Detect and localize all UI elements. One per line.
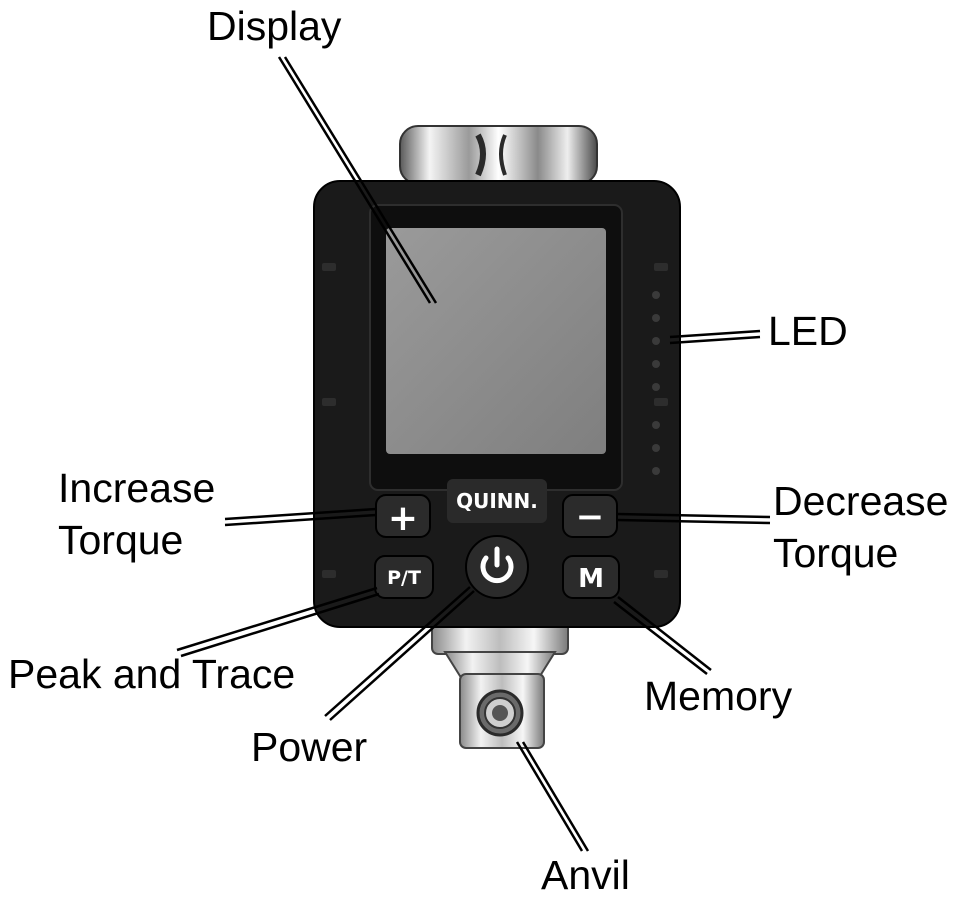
display-screen — [386, 228, 606, 454]
label-led: LED — [768, 308, 848, 354]
label-increase-torque: Increase Torque — [58, 462, 215, 566]
peak-trace-label: P/T — [387, 567, 421, 589]
plus-icon: + — [388, 498, 418, 539]
label-display: Display — [207, 3, 342, 49]
label-increase-line2: Torque — [58, 517, 184, 563]
label-increase-line1: Increase — [58, 465, 216, 511]
label-anvil: Anvil — [541, 852, 630, 898]
top-socket — [399, 125, 598, 185]
power-icon — [480, 546, 514, 584]
brand-logo: QUINN. — [456, 489, 538, 513]
leader-lines — [176, 56, 771, 852]
decrease-torque-button[interactable]: − — [562, 494, 618, 538]
anvil — [431, 621, 569, 749]
peak-trace-button[interactable]: P/T — [374, 555, 434, 599]
power-button[interactable] — [465, 535, 529, 599]
led-indicators — [652, 291, 660, 475]
minus-icon: − — [576, 497, 605, 537]
memory-button[interactable]: M — [562, 555, 620, 599]
label-memory: Memory — [644, 673, 793, 719]
label-peak-and-trace: Peak and Trace — [8, 651, 296, 697]
label-decrease-line2: Torque — [773, 530, 899, 576]
label-decrease-line1: Decrease — [773, 478, 949, 524]
increase-torque-button[interactable]: + — [375, 494, 431, 539]
label-decrease-torque: Decrease Torque — [773, 475, 948, 579]
label-power: Power — [251, 724, 368, 770]
memory-button-label: M — [578, 564, 604, 594]
brand-badge — [447, 479, 547, 523]
